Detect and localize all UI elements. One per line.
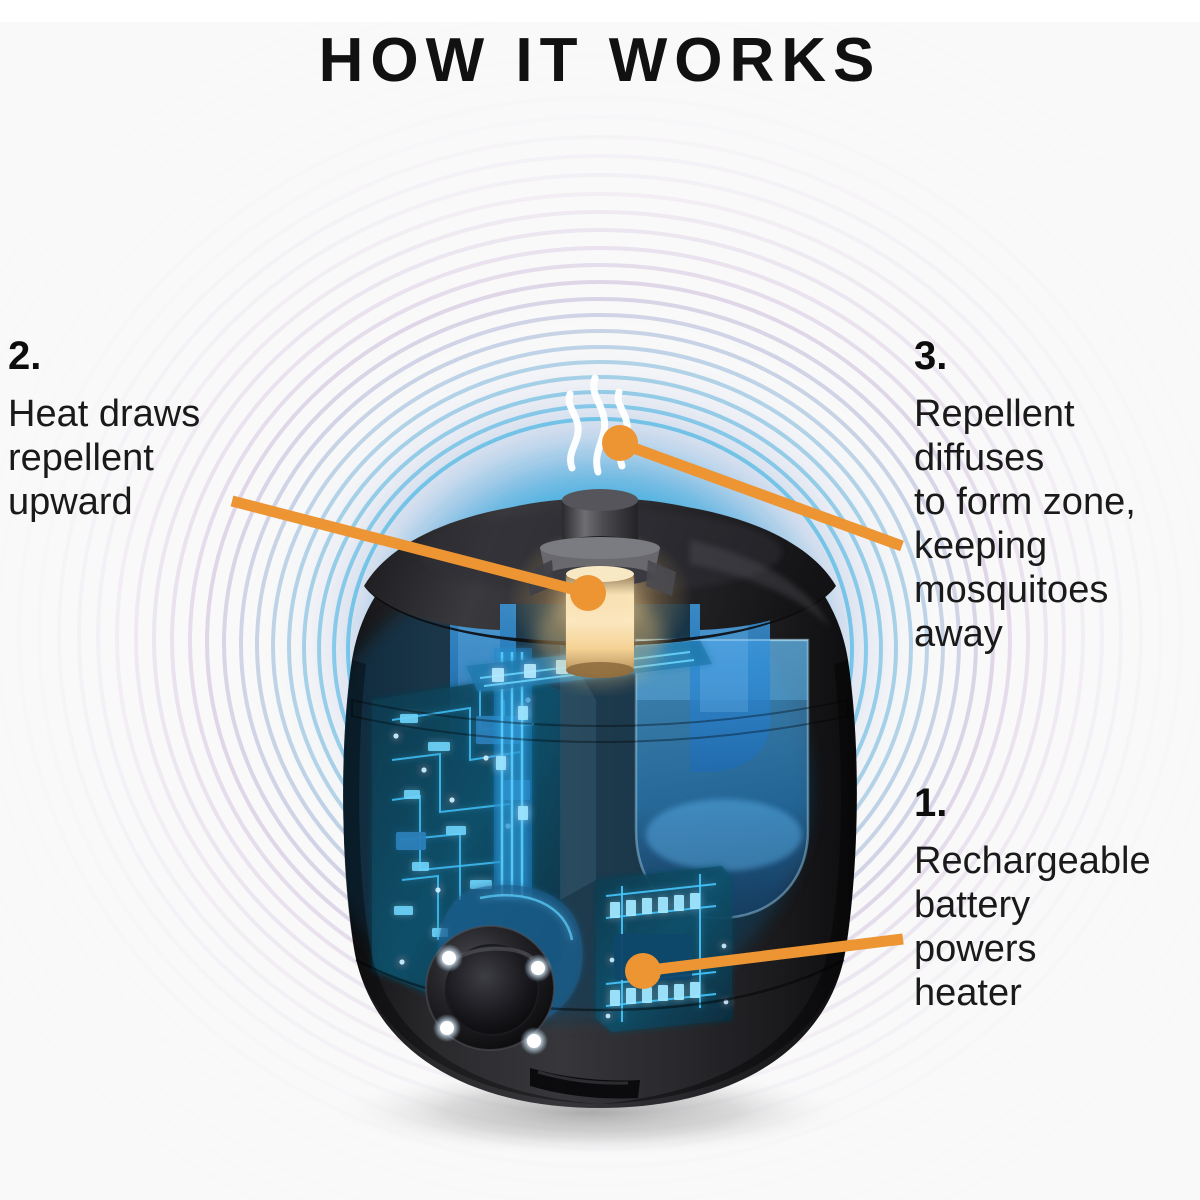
callout-3-line-1: Repellent	[914, 393, 1075, 435]
leader-line-1	[642, 933, 904, 977]
callout-3-number: 3.	[914, 334, 948, 378]
callout-1-line-1: Rechargeable	[914, 840, 1151, 882]
callout-step-3: 3. Repellent diffuses to form zone, keep…	[914, 336, 1136, 656]
leader-line-2	[230, 495, 590, 599]
battery-board	[596, 866, 732, 1032]
heating-element	[508, 489, 692, 686]
callout-1-line-4: heater	[914, 972, 1022, 1015]
callout-2-number: 2.	[8, 334, 42, 378]
leader-lines	[230, 425, 904, 989]
callout-2-line-3: upward	[8, 481, 133, 524]
top-white-band	[0, 0, 1200, 22]
callout-3-line-5: mosquitoes	[914, 569, 1109, 612]
callout-3-line-3: to form zone,	[914, 481, 1136, 524]
callout-2-line-1: Heat draws	[8, 393, 201, 435]
power-knob	[425, 925, 555, 1055]
leader-dot-2	[570, 575, 606, 611]
callout-2-line-2: repellent	[8, 437, 154, 480]
leader-dot-1	[625, 953, 661, 989]
callout-3-line-4: keeping	[914, 525, 1048, 568]
callout-3-line-2: diffuses	[914, 437, 1045, 480]
leader-dot-3	[602, 425, 638, 461]
page-title: HOW IT WORKS	[318, 26, 882, 95]
callout-1-number: 1.	[914, 781, 948, 825]
leader-line-3	[618, 437, 904, 552]
device-shadow	[330, 1066, 854, 1158]
led-indicators	[433, 944, 552, 1055]
callout-step-1: 1. Rechargeable battery powers heater	[914, 783, 1151, 1015]
callout-3-line-6: away	[914, 613, 1003, 656]
callout-step-2: 2. Heat draws repellent upward	[8, 336, 200, 524]
callout-1-line-2: battery	[914, 884, 1031, 927]
callout-1-line-3: powers	[914, 928, 1037, 971]
